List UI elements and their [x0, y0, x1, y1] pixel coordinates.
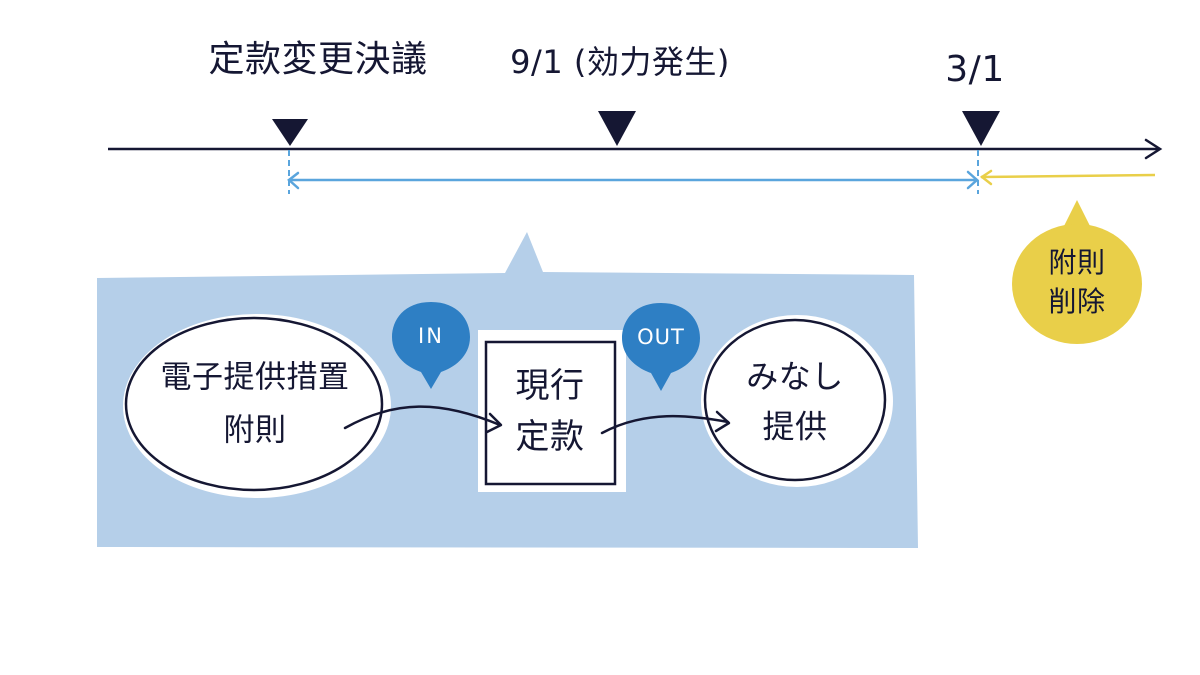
callout-text-line1: 附則 [1048, 245, 1106, 279]
milestone-label-effective-date: 9/1 (効力発生) [510, 43, 730, 81]
target-node-text: みなし 提供 [746, 352, 844, 451]
in-badge-label: IN [418, 324, 444, 348]
flow-arrow-out [600, 414, 730, 435]
out-badge-label: OUT [637, 325, 685, 349]
flow-arrow-out-head [714, 410, 731, 433]
flow-arrow-in-head [485, 412, 503, 434]
target-circle-outline [703, 318, 887, 482]
source-node-text: 電子提供措置 附則 [161, 351, 350, 456]
target-node-line2: 提供 [762, 407, 828, 445]
callout-bubble [1063, 200, 1091, 228]
center-node-line1: 現行 [515, 366, 585, 406]
milestone-label-resolution: 定款変更決議 [208, 39, 428, 80]
target-circle [701, 315, 893, 487]
milestone-marker-end-date [962, 111, 1000, 146]
center-box [484, 340, 617, 486]
center-node-text: 現行 定款 [516, 361, 585, 463]
callout-text: 附則 削除 [1048, 243, 1105, 321]
callout-bubble-body [1012, 224, 1142, 344]
source-circle [123, 314, 391, 498]
source-circle-outline [124, 316, 384, 492]
center-node-line2: 定款 [515, 417, 585, 457]
out-pin [622, 303, 700, 391]
flow-arrow-in [343, 405, 502, 430]
target-node-line1: みなし [746, 357, 844, 396]
source-node-line2: 附則 [223, 412, 287, 448]
milestone-marker-effective-date [598, 111, 636, 146]
callout-text-line2: 削除 [1048, 285, 1106, 318]
in-pin [392, 302, 470, 389]
source-node-line1: 電子提供措置 [160, 359, 350, 396]
timeline-arrowhead [1144, 138, 1163, 160]
post-period-line [980, 173, 1156, 179]
period-arrowhead-left [287, 171, 300, 190]
milestone-label-end-date: 3/1 [945, 49, 1005, 90]
period-arrowhead-right [966, 170, 979, 190]
post-period-arrowhead [979, 169, 993, 186]
milestone-marker-resolution [272, 119, 308, 146]
